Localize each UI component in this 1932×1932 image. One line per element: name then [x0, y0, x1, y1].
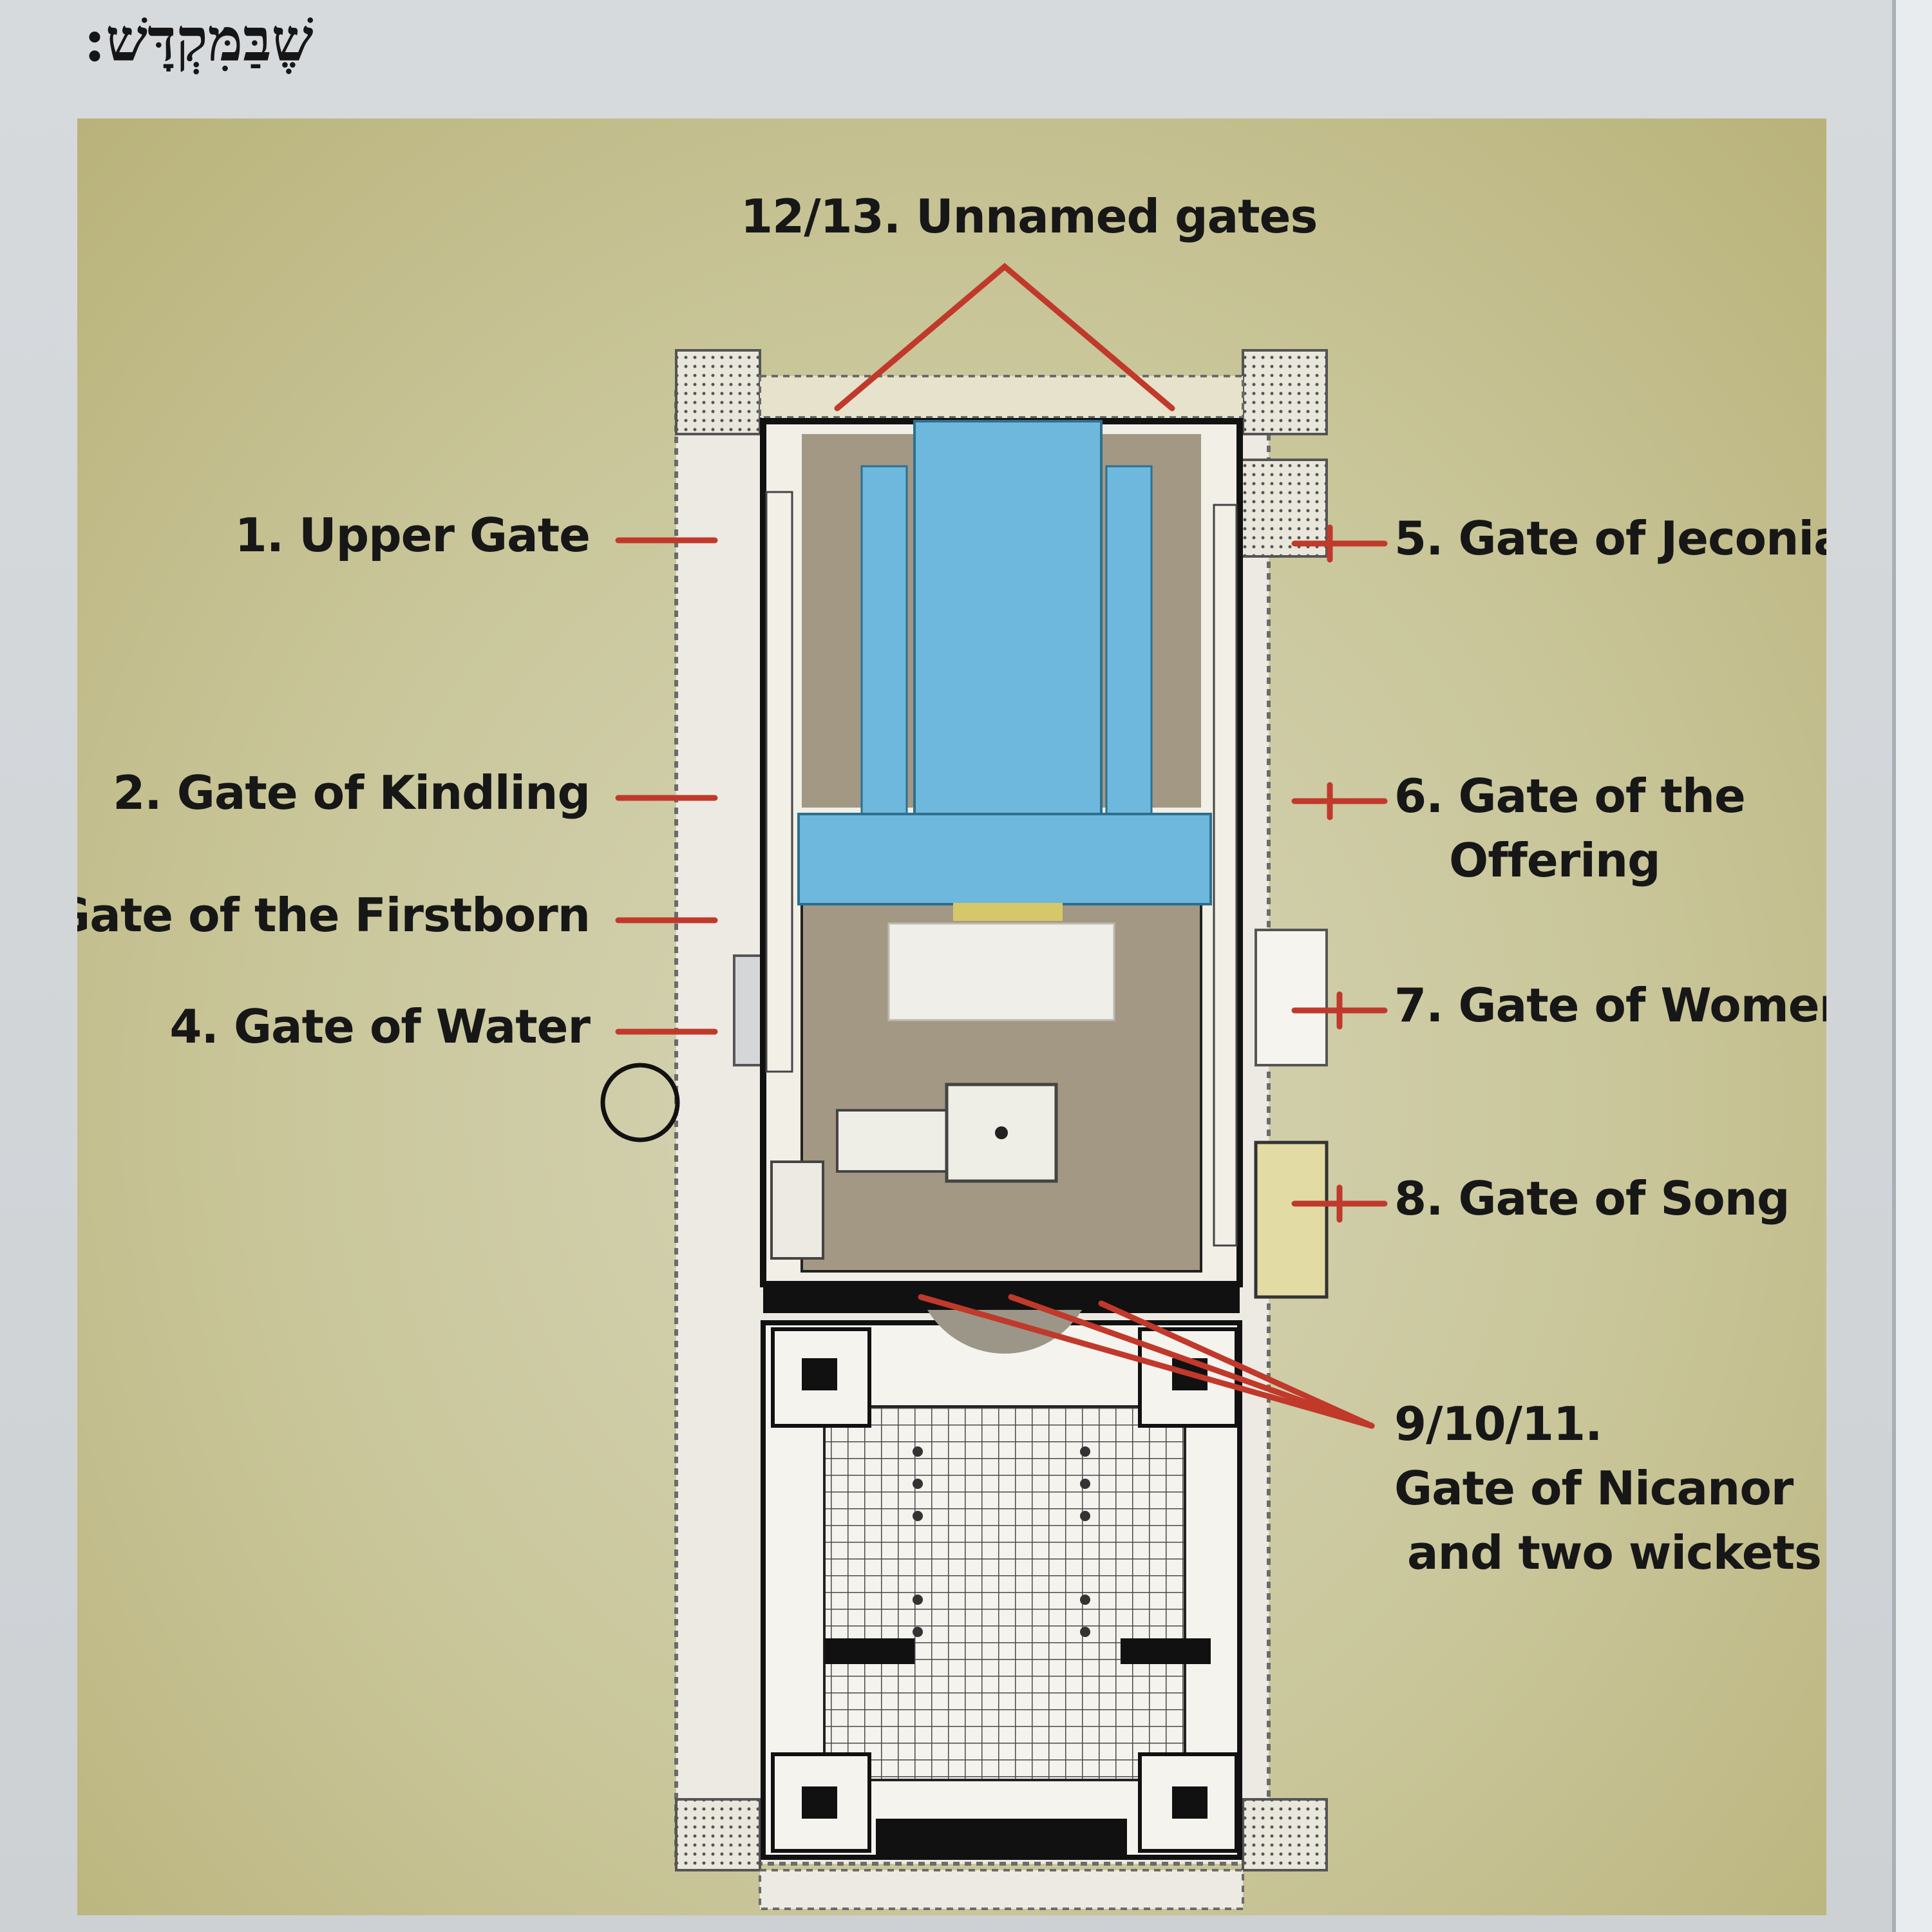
inner-partition-right: [1213, 504, 1238, 1247]
label-nicanor-line3: and two wickets: [1407, 1526, 1822, 1580]
pointer-nicanor-1: [918, 1294, 1375, 1429]
womens-court-grid: [823, 1405, 1186, 1781]
label-gate4-water: 4. Gate of Water: [169, 999, 591, 1054]
label-nicanor-line1: 9/10/11.: [1394, 1397, 1602, 1451]
porch-step: [953, 903, 1063, 921]
south-band-right: [1121, 1638, 1211, 1664]
laver-block: [770, 1160, 824, 1260]
circle-marker: [600, 1063, 680, 1142]
altar-ramp: [836, 1109, 954, 1173]
tower-bottom-left: [675, 1798, 761, 1871]
pointer-nicanor-3: [1098, 1300, 1375, 1429]
pointer-lines: [615, 263, 1388, 1429]
tower-bottom-right: [1242, 1798, 1328, 1871]
altar-pavement: [887, 922, 1115, 1021]
sanctuary-porch: [797, 813, 1212, 905]
lamp-stands: [913, 1446, 1090, 1637]
gatehouse-jeconiah: [1235, 459, 1328, 558]
south-gate-bar: [876, 1819, 1127, 1857]
tower-top-left: [675, 349, 761, 435]
outer-south-band: [759, 1869, 1244, 1910]
pointer-unnamed-gates: [834, 263, 1175, 412]
label-gate5-jeconiah: 5. Gate of Jeconiah: [1394, 511, 1826, 565]
label-gate3-firstborn: 3. Gate of the Firstborn: [77, 888, 591, 942]
label-gate6-offering-line2: Offering: [1449, 833, 1661, 887]
window-frame-edge: [1892, 0, 1932, 1932]
pointer-nicanor-2: [1008, 1294, 1375, 1429]
hebrew-title: שֶׁבַּמִּקְדָּשׁ:: [84, 5, 314, 75]
label-gate7-women: 7. Gate of Women: [1394, 978, 1826, 1032]
temple-plan-drawing: [600, 263, 1388, 1910]
chamber-nw-mark: [802, 1358, 837, 1390]
gatehouse-song: [1254, 1141, 1329, 1299]
label-nicanor-line2: Gate of Nicanor: [1394, 1461, 1794, 1515]
label-gate6-offering-line1: 6. Gate of the: [1394, 769, 1746, 823]
sanctuary-hall: [913, 420, 1103, 822]
side-chamber-right: [1105, 465, 1153, 815]
gatehouse-women: [1255, 929, 1328, 1066]
label-gate2-kindling: 2. Gate of Kindling: [113, 766, 591, 820]
south-band-left: [824, 1638, 914, 1664]
altar-drain: [995, 1126, 1008, 1139]
nicanor-steps: [927, 1310, 1082, 1354]
inner-partition-left: [765, 491, 793, 1073]
side-chamber-left: [860, 465, 908, 815]
label-gate8-song: 8. Gate of Song: [1394, 1171, 1790, 1226]
label-unnamed-gates: 12/13. Unnamed gates: [741, 189, 1318, 243]
top-gatehouse-band: [759, 375, 1244, 419]
tower-top-right: [1242, 349, 1328, 435]
label-gate1-upper-gate: 1. Upper Gate: [234, 508, 591, 562]
chamber-se-mark: [1172, 1786, 1208, 1819]
chamber-sw-mark: [802, 1786, 837, 1819]
temple-gates-diagram: 12/13. Unnamed gates 1. Upper Gate 2. Ga…: [77, 118, 1826, 1915]
